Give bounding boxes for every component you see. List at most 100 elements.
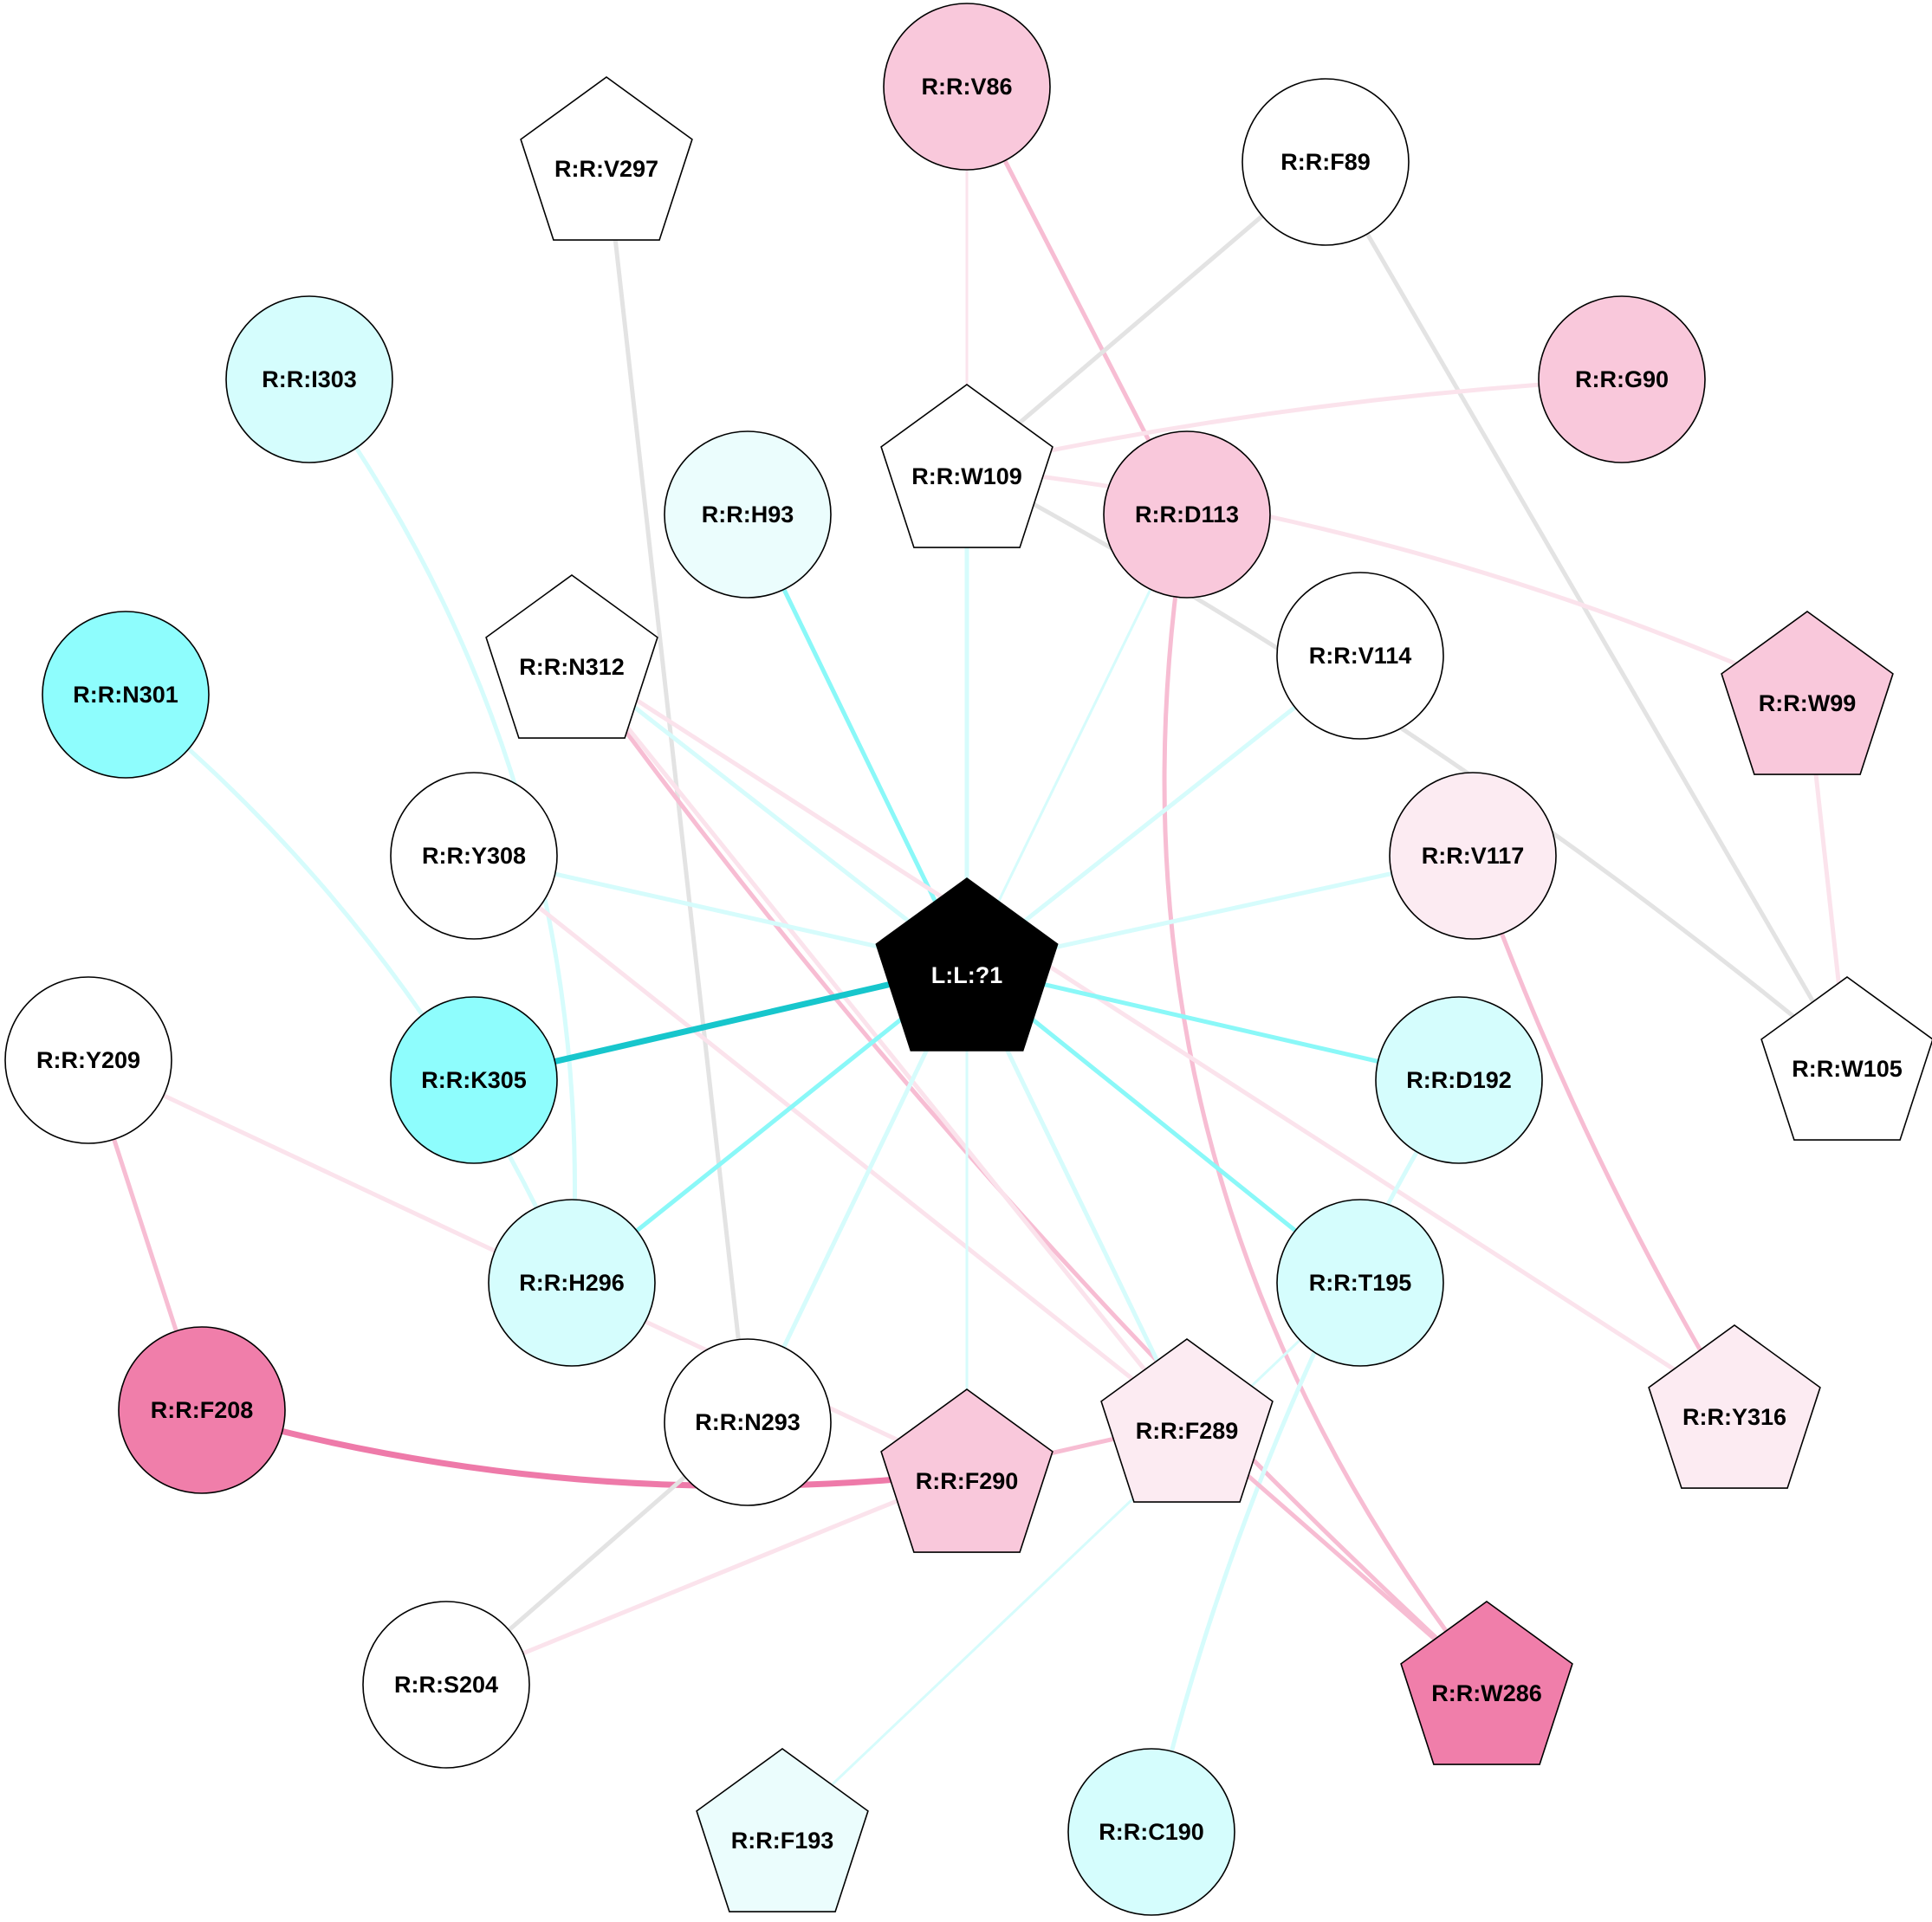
- node-shape-rrv117: [1389, 772, 1557, 940]
- node-label-rrv86: R:R:V86: [921, 74, 1012, 100]
- node-rrf289: R:R:F289: [1100, 1338, 1274, 1503]
- node-shape-rri303: [225, 295, 393, 463]
- node-rrw105: R:R:W105: [1760, 976, 1932, 1141]
- node-shape-rrf89: [1242, 78, 1410, 246]
- node-label-rrt195: R:R:T195: [1309, 1270, 1412, 1296]
- node-shape-rrk305: [390, 996, 558, 1164]
- node-rrv297: R:R:V297: [520, 76, 693, 241]
- node-label-rrv117: R:R:V117: [1422, 843, 1525, 869]
- node-rrv86: R:R:V86: [883, 3, 1051, 171]
- node-rrv114: R:R:V114: [1276, 572, 1444, 740]
- node-label-rry209: R:R:Y209: [36, 1047, 140, 1073]
- node-shape-rrf208: [118, 1326, 286, 1494]
- node-rrs204: R:R:S204: [362, 1601, 530, 1769]
- node-shape-ll1: [875, 877, 1059, 1052]
- node-shape-rry308: [390, 772, 558, 940]
- edge-RRW109-RRW99: [964, 465, 1810, 697]
- node-shape-rrv86: [883, 3, 1051, 171]
- node-label-rrc190: R:R:C190: [1099, 1819, 1204, 1845]
- node-label-rrd113: R:R:D113: [1135, 502, 1239, 527]
- node-shape-rrf289: [1100, 1338, 1274, 1503]
- node-shape-rrn312: [485, 574, 658, 739]
- edge-RRD113-RRW286: [1162, 512, 1489, 1687]
- node-shape-rrw286: [1400, 1601, 1573, 1765]
- node-label-rrf193: R:R:F193: [731, 1828, 834, 1854]
- edge-RRT195-RRF193: [781, 1281, 1362, 1834]
- node-label-rry316: R:R:Y316: [1682, 1404, 1786, 1430]
- node-label-rrd192: R:R:D192: [1406, 1067, 1512, 1093]
- node-label-rrw286: R:R:W286: [1431, 1680, 1542, 1706]
- node-shape-rrc190: [1067, 1748, 1235, 1916]
- node-shape-rry316: [1648, 1324, 1821, 1489]
- node-shape-rrh93: [664, 430, 832, 599]
- node-rry209: R:R:Y209: [4, 976, 172, 1144]
- node-rrk305: R:R:K305: [390, 996, 558, 1164]
- edge-RRN312-RRF289: [569, 656, 1190, 1425]
- node-label-rry308: R:R:Y308: [422, 843, 526, 869]
- node-label-rrf208: R:R:F208: [151, 1397, 254, 1423]
- node-rrn293: R:R:N293: [664, 1338, 832, 1506]
- node-rrf290: R:R:F290: [880, 1388, 1054, 1553]
- node-rrf193: R:R:F193: [696, 1748, 869, 1912]
- edge-RRN312-RRY316: [569, 656, 1737, 1411]
- node-label-rrw109: R:R:W109: [911, 463, 1022, 489]
- node-label-rrv297: R:R:V297: [554, 156, 658, 182]
- node-label-rrw99: R:R:W99: [1759, 690, 1857, 716]
- edge-RRF290-RRS204: [444, 1470, 969, 1687]
- node-shape-rrs204: [362, 1601, 530, 1769]
- node-shape-rrv297: [520, 76, 693, 241]
- node-shape-rrt195: [1276, 1199, 1444, 1367]
- node-rry308: R:R:Y308: [390, 772, 558, 940]
- node-shape-rrv114: [1276, 572, 1444, 740]
- node-label-rrh93: R:R:H93: [702, 502, 794, 527]
- node-shape-rrd113: [1103, 430, 1271, 599]
- node-shape-rrn301: [42, 611, 210, 779]
- node-rrh296: R:R:H296: [488, 1199, 656, 1367]
- edge-RRN301-RRH296: [123, 692, 574, 1285]
- edge-RRV117-RRY316: [1470, 853, 1737, 1411]
- node-shape-rrd192: [1375, 996, 1543, 1164]
- node-label-rrf289: R:R:F289: [1136, 1418, 1239, 1444]
- node-label-rrk305: R:R:K305: [421, 1067, 527, 1093]
- node-label-ll1: L:L:?1: [931, 962, 1002, 988]
- node-rrd192: R:R:D192: [1375, 996, 1543, 1164]
- node-rry316: R:R:Y316: [1648, 1324, 1821, 1489]
- edge-RRG90-RRW109: [964, 377, 1624, 470]
- edge-RRD192-RRC190: [1149, 1077, 1462, 1835]
- node-label-rrw105: R:R:W105: [1792, 1056, 1903, 1082]
- node-rrc190: R:R:C190: [1067, 1748, 1235, 1916]
- edge-RRF208-RRF290: [198, 1407, 970, 1489]
- node-shape-rrw105: [1760, 976, 1932, 1141]
- node-rrv117: R:R:V117: [1389, 772, 1557, 940]
- node-ll1: L:L:?1: [875, 877, 1059, 1052]
- node-label-rrv114: R:R:V114: [1309, 643, 1412, 669]
- edge-RRY308-RRF289: [471, 853, 1190, 1425]
- node-label-rrn312: R:R:N312: [519, 654, 625, 680]
- node-label-rri303: R:R:I303: [262, 366, 357, 392]
- node-rrw286: R:R:W286: [1400, 1601, 1573, 1765]
- node-label-rrh296: R:R:H296: [519, 1270, 625, 1296]
- node-shape-rrw99: [1721, 611, 1894, 775]
- node-rrw99: R:R:W99: [1721, 611, 1894, 775]
- node-rrn301: R:R:N301: [42, 611, 210, 779]
- node-rrn312: R:R:N312: [485, 574, 658, 739]
- node-rrw109: R:R:W109: [880, 384, 1054, 548]
- node-rrd113: R:R:D113: [1103, 430, 1271, 599]
- node-rrg90: R:R:G90: [1538, 295, 1706, 463]
- node-label-rrs204: R:R:S204: [394, 1672, 498, 1698]
- edge-RRW109-RRW105: [964, 465, 1850, 1063]
- node-shape-rrg90: [1538, 295, 1706, 463]
- node-shape-rrf290: [880, 1388, 1054, 1553]
- node-rrt195: R:R:T195: [1276, 1199, 1444, 1367]
- edge-RRF89-RRW105: [1323, 159, 1850, 1063]
- node-label-rrf89: R:R:F89: [1280, 149, 1371, 175]
- node-shape-rrf193: [696, 1748, 869, 1912]
- node-shape-rrh296: [488, 1199, 656, 1367]
- node-rrh93: R:R:H93: [664, 430, 832, 599]
- node-shape-rrn293: [664, 1338, 832, 1506]
- node-label-rrf290: R:R:F290: [916, 1468, 1019, 1494]
- node-label-rrg90: R:R:G90: [1575, 366, 1669, 392]
- node-rri303: R:R:I303: [225, 295, 393, 463]
